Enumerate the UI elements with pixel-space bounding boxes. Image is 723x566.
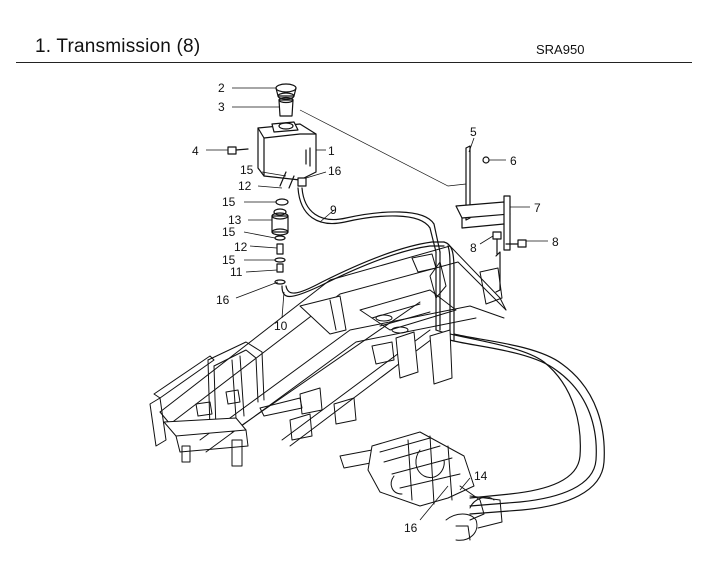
- front-bumper: [149, 341, 303, 467]
- callout-label: 4: [192, 144, 199, 158]
- guide-line: [299, 109, 467, 187]
- callout-label: 11: [230, 265, 243, 279]
- callout-label: 2: [218, 81, 225, 95]
- leader-lines: [206, 87, 548, 521]
- hose-10: [281, 241, 455, 341]
- callouts: 2 3 4 1 5 6 15 16 12 15 9 7 13 15 12 8 8…: [192, 81, 559, 535]
- strainer: [278, 96, 294, 117]
- callout-label: 9: [330, 203, 337, 217]
- callout-label: 16: [216, 293, 230, 307]
- callout-label: 15: [222, 253, 236, 267]
- model-code: SRA950: [536, 42, 585, 57]
- callout-label: 15: [222, 225, 236, 239]
- callout-label: 16: [404, 521, 418, 535]
- callout-label: 13: [228, 213, 242, 227]
- callout-label: 3: [218, 100, 225, 114]
- bolt-8: [492, 231, 527, 255]
- bracket: [455, 145, 511, 293]
- title-divider: [16, 62, 692, 63]
- callout-label: 15: [222, 195, 236, 209]
- transmission-unit: [339, 431, 503, 541]
- filler-cap: [275, 83, 297, 100]
- page-title: 1. Transmission (8): [35, 36, 201, 57]
- callout-label: 1: [328, 144, 335, 158]
- return-hoses: [435, 329, 605, 515]
- callout-label: 8: [552, 235, 559, 249]
- callout-label: 5: [470, 125, 477, 139]
- hose-9: [297, 187, 441, 331]
- callout-label: 10: [274, 319, 288, 333]
- callout-label: 12: [238, 179, 252, 193]
- callout-label: 6: [510, 154, 517, 168]
- callout-label: 16: [328, 164, 342, 178]
- bolt-4: [227, 146, 249, 155]
- callout-label: 14: [474, 469, 488, 483]
- nut-6: [482, 156, 490, 164]
- callout-label: 15: [240, 163, 254, 177]
- reservoir-tank: [257, 121, 317, 181]
- callout-label: 12: [234, 240, 248, 254]
- callout-label: 7: [534, 201, 541, 215]
- filter-stack: [271, 171, 295, 285]
- callout-label: 8: [470, 241, 477, 255]
